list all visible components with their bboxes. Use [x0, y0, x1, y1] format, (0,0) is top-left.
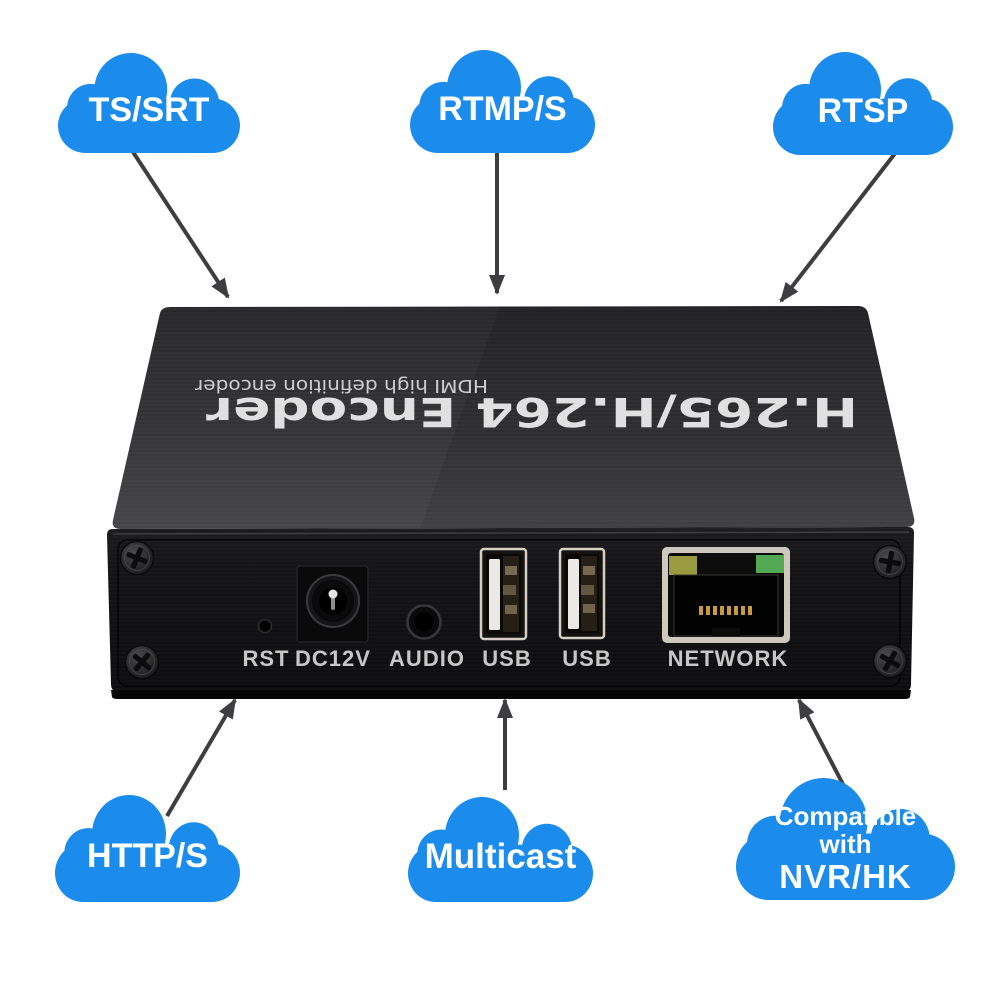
- arrow-http-s: [165, 698, 237, 818]
- screw-icon: [124, 644, 160, 680]
- cloud-rtsp: RTSP: [773, 52, 953, 155]
- cloud-label-ts-srt: TS/SRT: [88, 91, 210, 129]
- ethernet-port: [662, 547, 790, 643]
- arrow-rtsp: [779, 145, 902, 303]
- cloud-ts-srt: TS/SRT: [58, 53, 240, 153]
- nvr-line1: Compatible: [774, 801, 917, 832]
- arrow-ts-srt: [131, 150, 230, 299]
- reset-hole: [257, 618, 273, 634]
- port-label-rst: RST: [243, 646, 290, 671]
- arrow-nvr: [797, 698, 848, 791]
- cloud-label-rtmp-s: RTMP/S: [438, 89, 567, 128]
- cloud-label-nvr-hk: Compatible with NVR/HK: [736, 778, 955, 900]
- device-title: H.265/H.264 Encoder: [206, 388, 858, 434]
- port-label-audio: AUDIO: [389, 646, 465, 671]
- cloud-http-s: HTTP/S: [55, 795, 240, 902]
- dc-power-jack: [296, 565, 369, 643]
- port-label-usb1: USB: [482, 646, 531, 671]
- cloud-multicast: Multicast: [408, 797, 593, 902]
- port-label-network: NETWORK: [668, 646, 789, 671]
- rj45-pins: [699, 606, 752, 615]
- device-subtitle: HDMI high definition encoder: [194, 375, 488, 396]
- audio-jack: [406, 604, 442, 640]
- usb-port-2: [558, 547, 606, 640]
- cloud-rtmp-s: RTMP/S: [410, 50, 595, 153]
- network-led-green: [756, 555, 784, 573]
- cloud-nvr-hk: Compatible with NVR/HK: [736, 778, 955, 900]
- nvr-line2: with: [819, 829, 872, 860]
- screw-icon: [872, 544, 908, 580]
- usb-port-1: [479, 547, 528, 641]
- port-label-dc12v: DC12V: [295, 646, 371, 671]
- screw-icon: [119, 540, 155, 576]
- nvr-line3: NVR/HK: [779, 858, 912, 896]
- cloud-label-rtsp: RTSP: [817, 91, 909, 130]
- cloud-label-multicast: Multicast: [424, 837, 577, 876]
- encoder-device: H.265/H.264 Encoder HDMI high definition…: [107, 306, 915, 699]
- screw-icon: [872, 643, 908, 679]
- cloud-label-http-s: HTTP/S: [87, 836, 208, 875]
- device-top-face: H.265/H.264 Encoder HDMI high definition…: [112, 306, 915, 529]
- port-label-usb2: USB: [562, 646, 611, 671]
- network-led-yellow: [669, 556, 697, 575]
